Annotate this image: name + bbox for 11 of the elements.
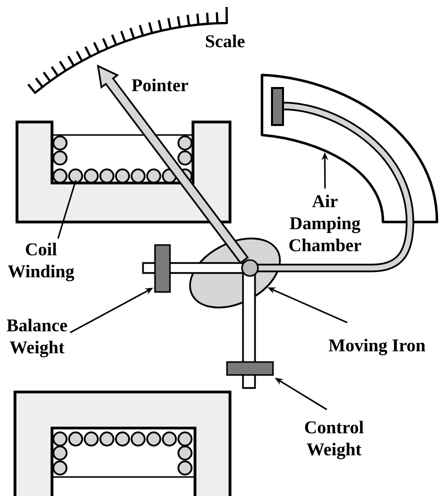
part-label: Pointer [132,78,188,92]
part-label: Air Damping Chamber [289,194,362,252]
part-label: Scale [206,34,245,48]
part-label: Coil Winding [8,242,74,282]
coil-winding [52,136,192,184]
part-label: Moving Iron [328,338,426,356]
part-label: Balance Weight [6,318,68,358]
part-label: Control Weight [305,420,364,460]
coil-winding [52,432,192,476]
balance-weight [154,244,171,293]
control-weight [226,361,274,376]
